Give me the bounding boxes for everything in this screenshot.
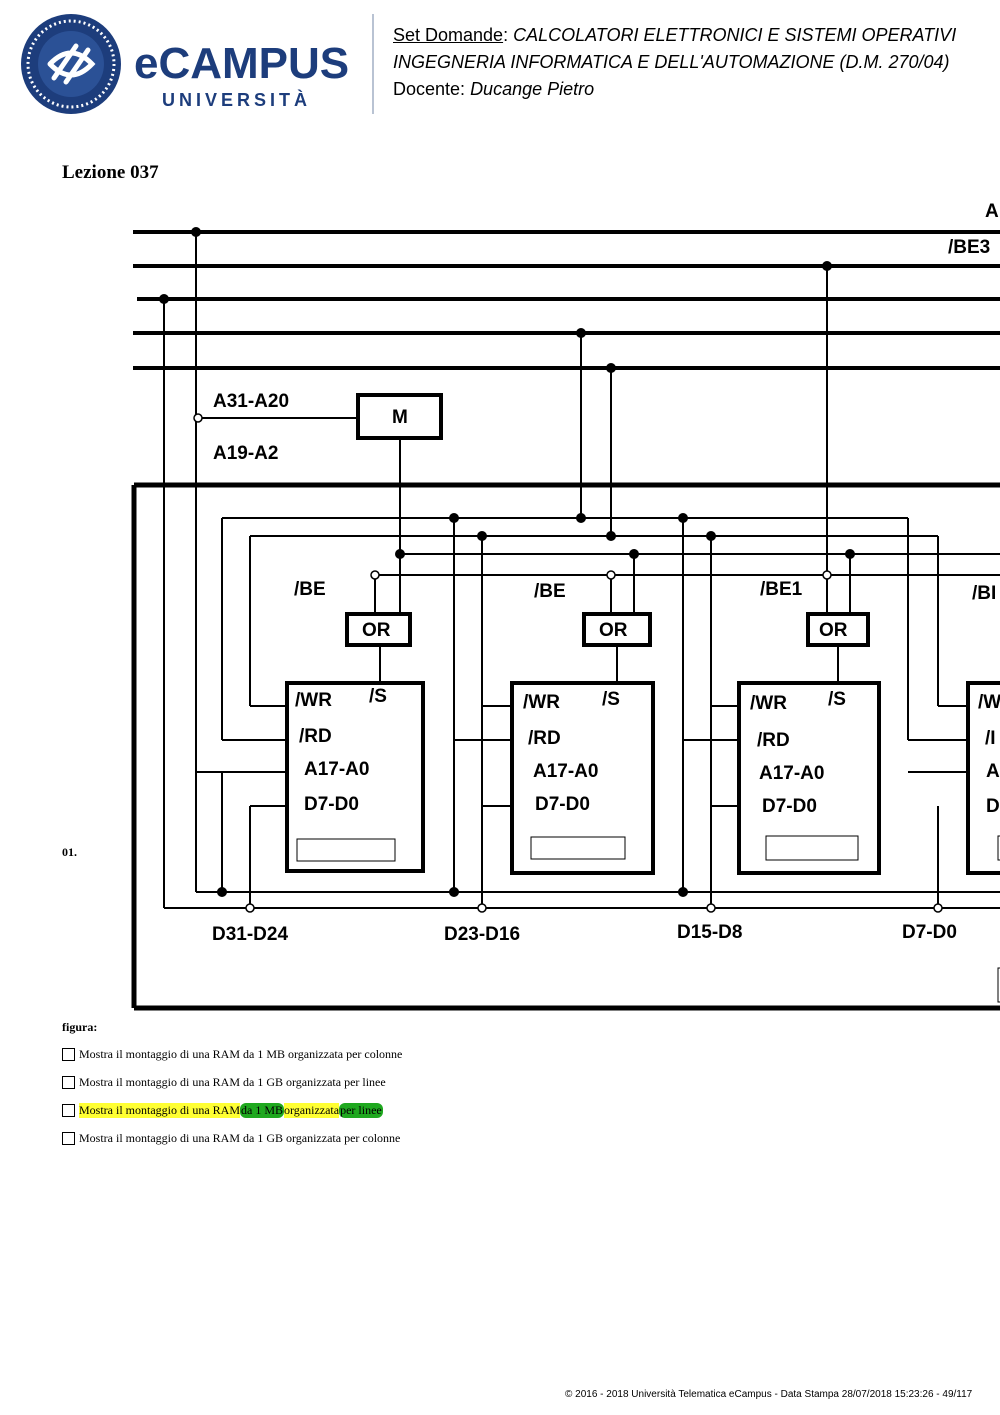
chip3-data: D7-D0 xyxy=(762,796,817,817)
bus-label-a: A xyxy=(985,201,999,222)
chip4-addr: A xyxy=(986,761,1000,782)
answer-option-2[interactable]: Mostra il montaggio di una RAM da 1 GB o… xyxy=(62,1075,386,1090)
be-label-3: /BE1 xyxy=(760,579,803,600)
or-gate-1-label: OR xyxy=(362,620,391,641)
chip3-wr: /WR xyxy=(750,693,787,714)
answer-checkbox-2[interactable] xyxy=(62,1076,75,1089)
answer-text-4: Mostra il montaggio di una RAM da 1 GB o… xyxy=(79,1131,401,1145)
answer-option-1[interactable]: Mostra il montaggio di una RAM da 1 MB o… xyxy=(62,1047,402,1062)
chip3-addr: A17-A0 xyxy=(759,763,824,784)
answer-text-3-part4: per linee xyxy=(339,1103,383,1118)
bus-label-be3: /BE3 xyxy=(948,237,990,258)
chip4-rd: /I xyxy=(985,728,996,749)
answer-option-4[interactable]: Mostra il montaggio di una RAM da 1 GB o… xyxy=(62,1131,400,1146)
teacher-label: Docente: xyxy=(393,79,466,99)
answer-text-1: Mostra il montaggio di una RAM da 1 MB o… xyxy=(79,1047,403,1061)
chip2-s: /S xyxy=(602,689,620,710)
set-label: Set Domande xyxy=(393,25,504,45)
ecampus-logo: eCAMPUS UNIVERSITÀ xyxy=(21,14,349,114)
chip1-rd: /RD xyxy=(299,726,332,747)
be-label-2: /BE xyxy=(534,581,566,602)
chip2-addr: A17-A0 xyxy=(533,761,598,782)
be-label-4: /BI xyxy=(972,583,996,604)
answer-text-3-part2: da 1 MB xyxy=(240,1103,284,1118)
chip1-wr: /WR xyxy=(295,690,332,711)
chip1-addr: A17-A0 xyxy=(304,759,369,780)
block-m-label: M xyxy=(392,407,408,428)
answer-checkbox-1[interactable] xyxy=(62,1048,75,1061)
teacher-name: Ducange Pietro xyxy=(470,79,595,99)
chip4-data: D xyxy=(986,796,1000,817)
or-gate-3-label: OR xyxy=(819,620,848,641)
course-title: CALCOLATORI ELETTRONICI E SISTEMI OPERAT… xyxy=(513,25,957,45)
or-gate-2-label: OR xyxy=(599,620,628,641)
lesson-title: Lezione 037 xyxy=(62,162,159,183)
page-footer: © 2016 - 2018 Università Telematica eCam… xyxy=(565,1389,973,1400)
data-label-d31: D31-D24 xyxy=(212,924,288,945)
chip3-s: /S xyxy=(828,689,846,710)
degree-title: INGEGNERIA INFORMATICA E DELL'AUTOMAZION… xyxy=(393,52,950,72)
chip2-rd: /RD xyxy=(528,728,561,749)
chip3-rd: /RD xyxy=(757,730,790,751)
answer-text-3-part3: organizzata xyxy=(284,1103,340,1118)
answer-text-2: Mostra il montaggio di una RAM da 1 GB o… xyxy=(79,1075,386,1089)
chip1-s: /S xyxy=(369,686,387,707)
data-label-d7: D7-D0 xyxy=(902,922,957,943)
data-label-d23: D23-D16 xyxy=(444,924,520,945)
answer-text-3-part1: Mostra il montaggio di una RAM xyxy=(79,1103,240,1118)
be-label-1: /BE xyxy=(294,579,326,600)
addr-high-label: A31-A20 xyxy=(213,391,289,412)
header-separator xyxy=(372,14,374,114)
addr-low-label: A19-A2 xyxy=(213,443,278,464)
answer-checkbox-3[interactable] xyxy=(62,1104,75,1117)
answer-option-3-correct[interactable]: Mostra il montaggio di una RAM da 1 MB o… xyxy=(62,1103,383,1118)
course-header: Set Domande: CALCOLATORI ELETTRONICI E S… xyxy=(393,25,957,99)
chip1-data: D7-D0 xyxy=(304,794,359,815)
logo-text-main: eCAMPUS xyxy=(134,39,349,88)
figure-label: figura: xyxy=(62,1020,98,1034)
chip2-data: D7-D0 xyxy=(535,794,590,815)
data-label-d15: D15-D8 xyxy=(677,922,742,943)
chip4-wr: /W xyxy=(978,692,1000,713)
answer-checkbox-4[interactable] xyxy=(62,1132,75,1145)
question-number: 01. xyxy=(62,845,77,859)
ram-circuit-diagram: A /BE3 A31-A20 A19-A2 M /BE /BE /BE1 /BI… xyxy=(131,201,1000,1011)
chip2-wr: /WR xyxy=(523,692,560,713)
logo-text-sub: UNIVERSITÀ xyxy=(162,89,311,110)
